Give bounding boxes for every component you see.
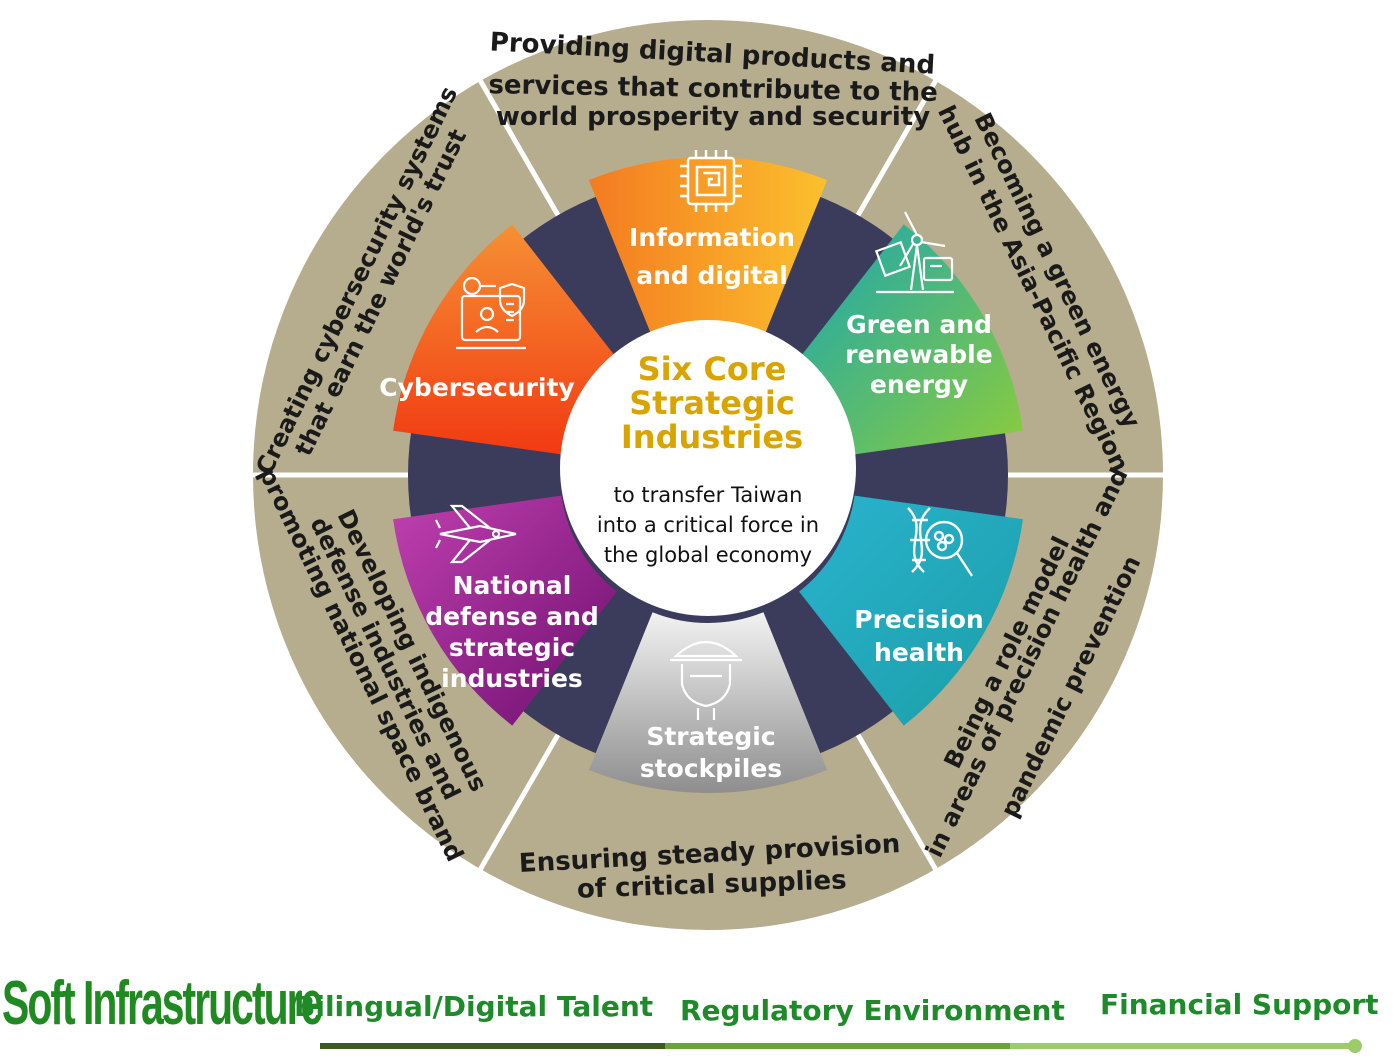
secure-laptop-icon (456, 276, 526, 350)
center-disc (560, 320, 856, 616)
fighter-jet-icon (435, 504, 517, 564)
defense-label-4: industries (441, 664, 583, 693)
green-energy-label-2: renewable (845, 340, 992, 369)
defense-label-2: defense and (425, 602, 599, 631)
segment-labels: Information and digital Green and renewa… (379, 223, 992, 783)
footer-item-financial-support: Financial Support (1100, 988, 1379, 1021)
defense-label-1: National (453, 571, 572, 600)
outer-divider-3 (855, 733, 941, 875)
outer-divider-4 (475, 733, 561, 875)
center-subtitle-line-2: into a critical force in (597, 513, 819, 537)
segment-national-defense (393, 495, 617, 726)
center-subtitle-line-1: to transfer Taiwan (614, 483, 803, 507)
chip-icon (680, 150, 742, 212)
goal-top-line-3: world prosperity and security (496, 102, 930, 132)
cybersecurity-label: Cybersecurity (379, 373, 574, 402)
dna-magnifier-icon (907, 507, 974, 577)
wind-turbine-icon (874, 211, 954, 294)
strategy-wheel-diagram: Six Core Strategic Industries to transfe… (248, 18, 1168, 932)
footer-progress-line (320, 1039, 1362, 1053)
stockpiles-label-1: Strategic (646, 722, 775, 751)
stockpiles-label-2: stockpiles (640, 754, 782, 783)
segment-strategic-stockpiles (588, 612, 828, 793)
green-energy-label-1: Green and (846, 310, 992, 339)
segment-green-energy (799, 224, 1023, 455)
segment-precision-health (799, 495, 1023, 726)
center-title-line-2: Strategic (629, 384, 795, 422)
outer-divider-1 (855, 75, 941, 217)
outer-ring-dividers (248, 75, 1168, 875)
footer-progress-end-dot (1348, 1039, 1362, 1053)
info-digital-label-2: and digital (636, 261, 788, 290)
hard-hat-worker-icon (670, 641, 742, 720)
footer-item-regulatory-environment: Regulatory Environment (680, 994, 1065, 1027)
center-title-line-3: Industries (621, 418, 803, 456)
center-subtitle-line-3: the global economy (604, 543, 812, 567)
footer-item-bilingual-talent: Bilingual/Digital Talent (294, 990, 654, 1023)
outer-divider-0 (475, 75, 561, 217)
segment-information-digital (588, 157, 828, 338)
green-energy-label-3: energy (870, 370, 968, 399)
precision-health-label-1: Precision (854, 605, 983, 634)
precision-health-label-2: health (874, 638, 964, 667)
defense-label-3: strategic (449, 633, 575, 662)
industry-segments (393, 157, 1023, 793)
soft-infrastructure-title: Soft Infrastructure (2, 969, 323, 1038)
info-digital-label-1: Information (629, 223, 795, 252)
center-title-line-1: Six Core (638, 350, 787, 388)
